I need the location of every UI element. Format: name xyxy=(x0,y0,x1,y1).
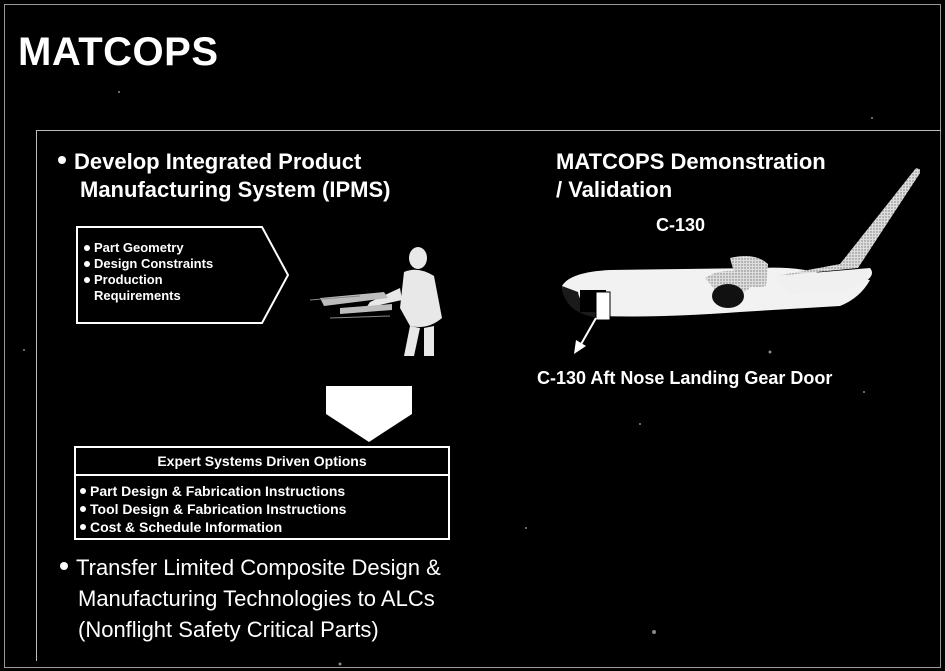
expert-item-label: Cost & Schedule Information xyxy=(90,519,283,535)
expert-systems-header: Expert Systems Driven Options xyxy=(74,446,450,476)
expert-item: Cost & Schedule Information xyxy=(80,518,346,536)
expert-item-label: Tool Design & Fabrication Instructions xyxy=(90,501,347,517)
transfer-line3: (Nonflight Safety Critical Parts) xyxy=(78,617,379,642)
content-panel xyxy=(36,130,941,661)
expert-item: Tool Design & Fabrication Instructions xyxy=(80,500,346,518)
expert-item: Part Design & Fabrication Instructions xyxy=(80,482,346,500)
engineer-at-workstation-image xyxy=(309,247,442,356)
transfer-line2: Manufacturing Technologies to ALCs xyxy=(78,586,435,611)
c130-aircraft-image xyxy=(562,168,920,354)
input-item: Design Constraints xyxy=(84,256,213,272)
expert-item-label: Part Design & Fabrication Instructions xyxy=(90,483,346,499)
input-item-label: Design Constraints xyxy=(94,256,214,271)
bullet-icon xyxy=(80,488,86,495)
bullet-icon xyxy=(84,244,90,251)
input-item: Part Geometry xyxy=(84,240,213,256)
aft-nose-landing-gear-door-label: C-130 Aft Nose Landing Gear Door xyxy=(537,368,833,388)
transfer-line1: Transfer Limited Composite Design & xyxy=(76,555,441,580)
bullet-icon xyxy=(60,562,68,571)
bullet-icon xyxy=(80,524,86,531)
transfer-bullet: Transfer Limited Composite Design & Manu… xyxy=(60,552,441,645)
input-item: Requirements xyxy=(84,288,213,304)
ipms-heading-text1: Develop Integrated Product xyxy=(74,149,362,174)
bullet-icon xyxy=(84,260,90,267)
inputs-list: Part Geometry Design Constraints Product… xyxy=(84,240,213,304)
transfer-line1-row: Transfer Limited Composite Design & xyxy=(60,552,441,583)
expert-systems-box xyxy=(74,474,450,540)
input-item-label: Part Geometry xyxy=(94,240,184,255)
slide-border xyxy=(4,4,941,668)
bullet-icon xyxy=(84,276,90,283)
demo-heading-line1: MATCOPS Demonstration xyxy=(556,149,826,174)
input-item: Production xyxy=(84,272,213,288)
aircraft-label: C-130 xyxy=(656,215,706,235)
input-item-label: Production xyxy=(94,272,163,287)
inputs-box-shape xyxy=(76,226,290,324)
inputs-box xyxy=(76,226,290,324)
down-arrow-icon xyxy=(326,386,412,442)
bullet-icon xyxy=(58,156,66,165)
expert-systems-list: Part Design & Fabrication Instructions T… xyxy=(80,482,346,536)
input-item-label: Requirements xyxy=(94,288,181,303)
demo-heading-line2: / Validation xyxy=(556,177,673,202)
slide-title: MATCOPS xyxy=(18,30,219,74)
ipms-heading-line1: Develop Integrated Product xyxy=(58,148,361,176)
bullet-icon xyxy=(80,506,86,513)
ipms-heading-line2: Manufacturing System (IPMS) xyxy=(80,177,391,202)
